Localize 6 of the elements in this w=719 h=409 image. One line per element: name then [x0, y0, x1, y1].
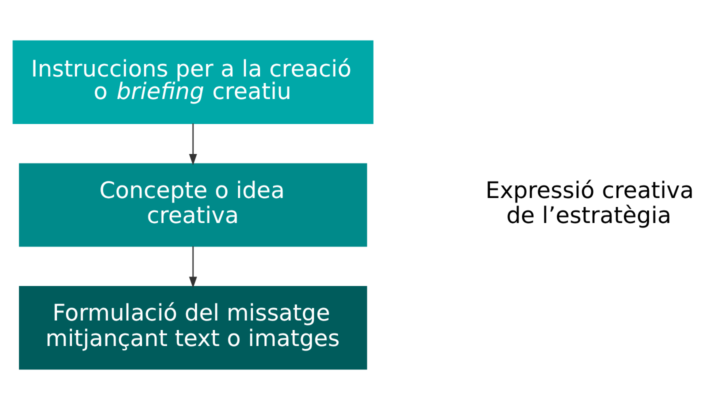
- label: Expressió creativa de l’estratègia: [485, 177, 694, 229]
- arrow: [189, 123, 198, 165]
- node-box: Instruccions per a la creació o briefing creatiu: [12, 40, 374, 124]
- node-box: Formulació del missatge mitjançant text o imatges: [18, 286, 368, 370]
- arrow: [189, 246, 198, 288]
- node-box: Concepte o idea creativa: [18, 162, 368, 246]
